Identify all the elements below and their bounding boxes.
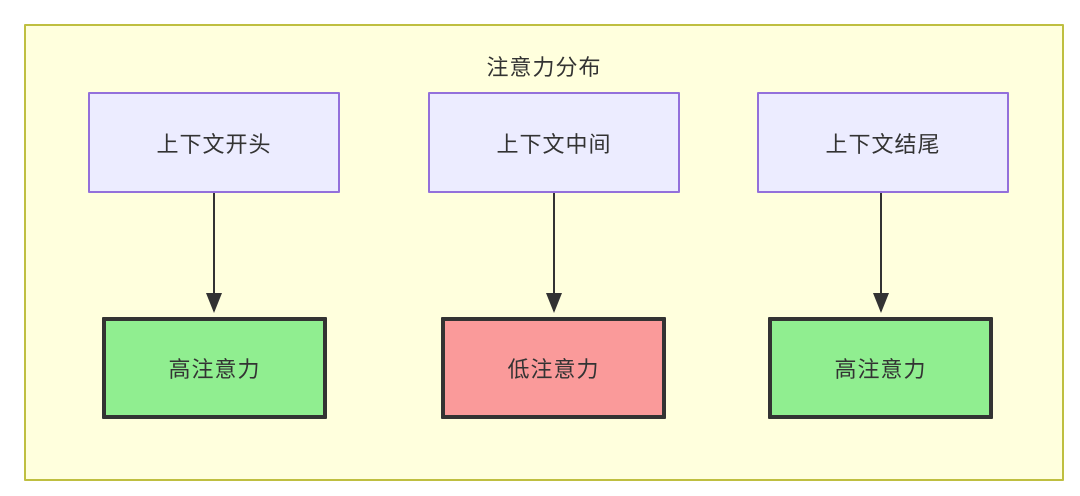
node-context-end-label: 上下文结尾: [825, 131, 941, 157]
node-context-end[interactable]: 上下文结尾: [757, 92, 1009, 193]
node-context-middle[interactable]: 上下文中间: [428, 92, 680, 193]
node-attention-high-start[interactable]: 高注意力: [102, 317, 327, 419]
node-attention-low-middle-label: 低注意力: [507, 357, 600, 382]
node-context-start-label: 上下文开头: [156, 131, 272, 157]
node-attention-high-end[interactable]: 高注意力: [768, 317, 993, 419]
node-attention-high-start-label: 高注意力: [168, 357, 261, 382]
diagram-title: 注意力分布: [486, 55, 602, 80]
node-context-start[interactable]: 上下文开头: [88, 92, 340, 193]
node-attention-low-middle[interactable]: 低注意力: [441, 317, 666, 419]
node-context-middle-label: 上下文中间: [496, 131, 612, 157]
node-attention-high-end-label: 高注意力: [834, 357, 927, 382]
